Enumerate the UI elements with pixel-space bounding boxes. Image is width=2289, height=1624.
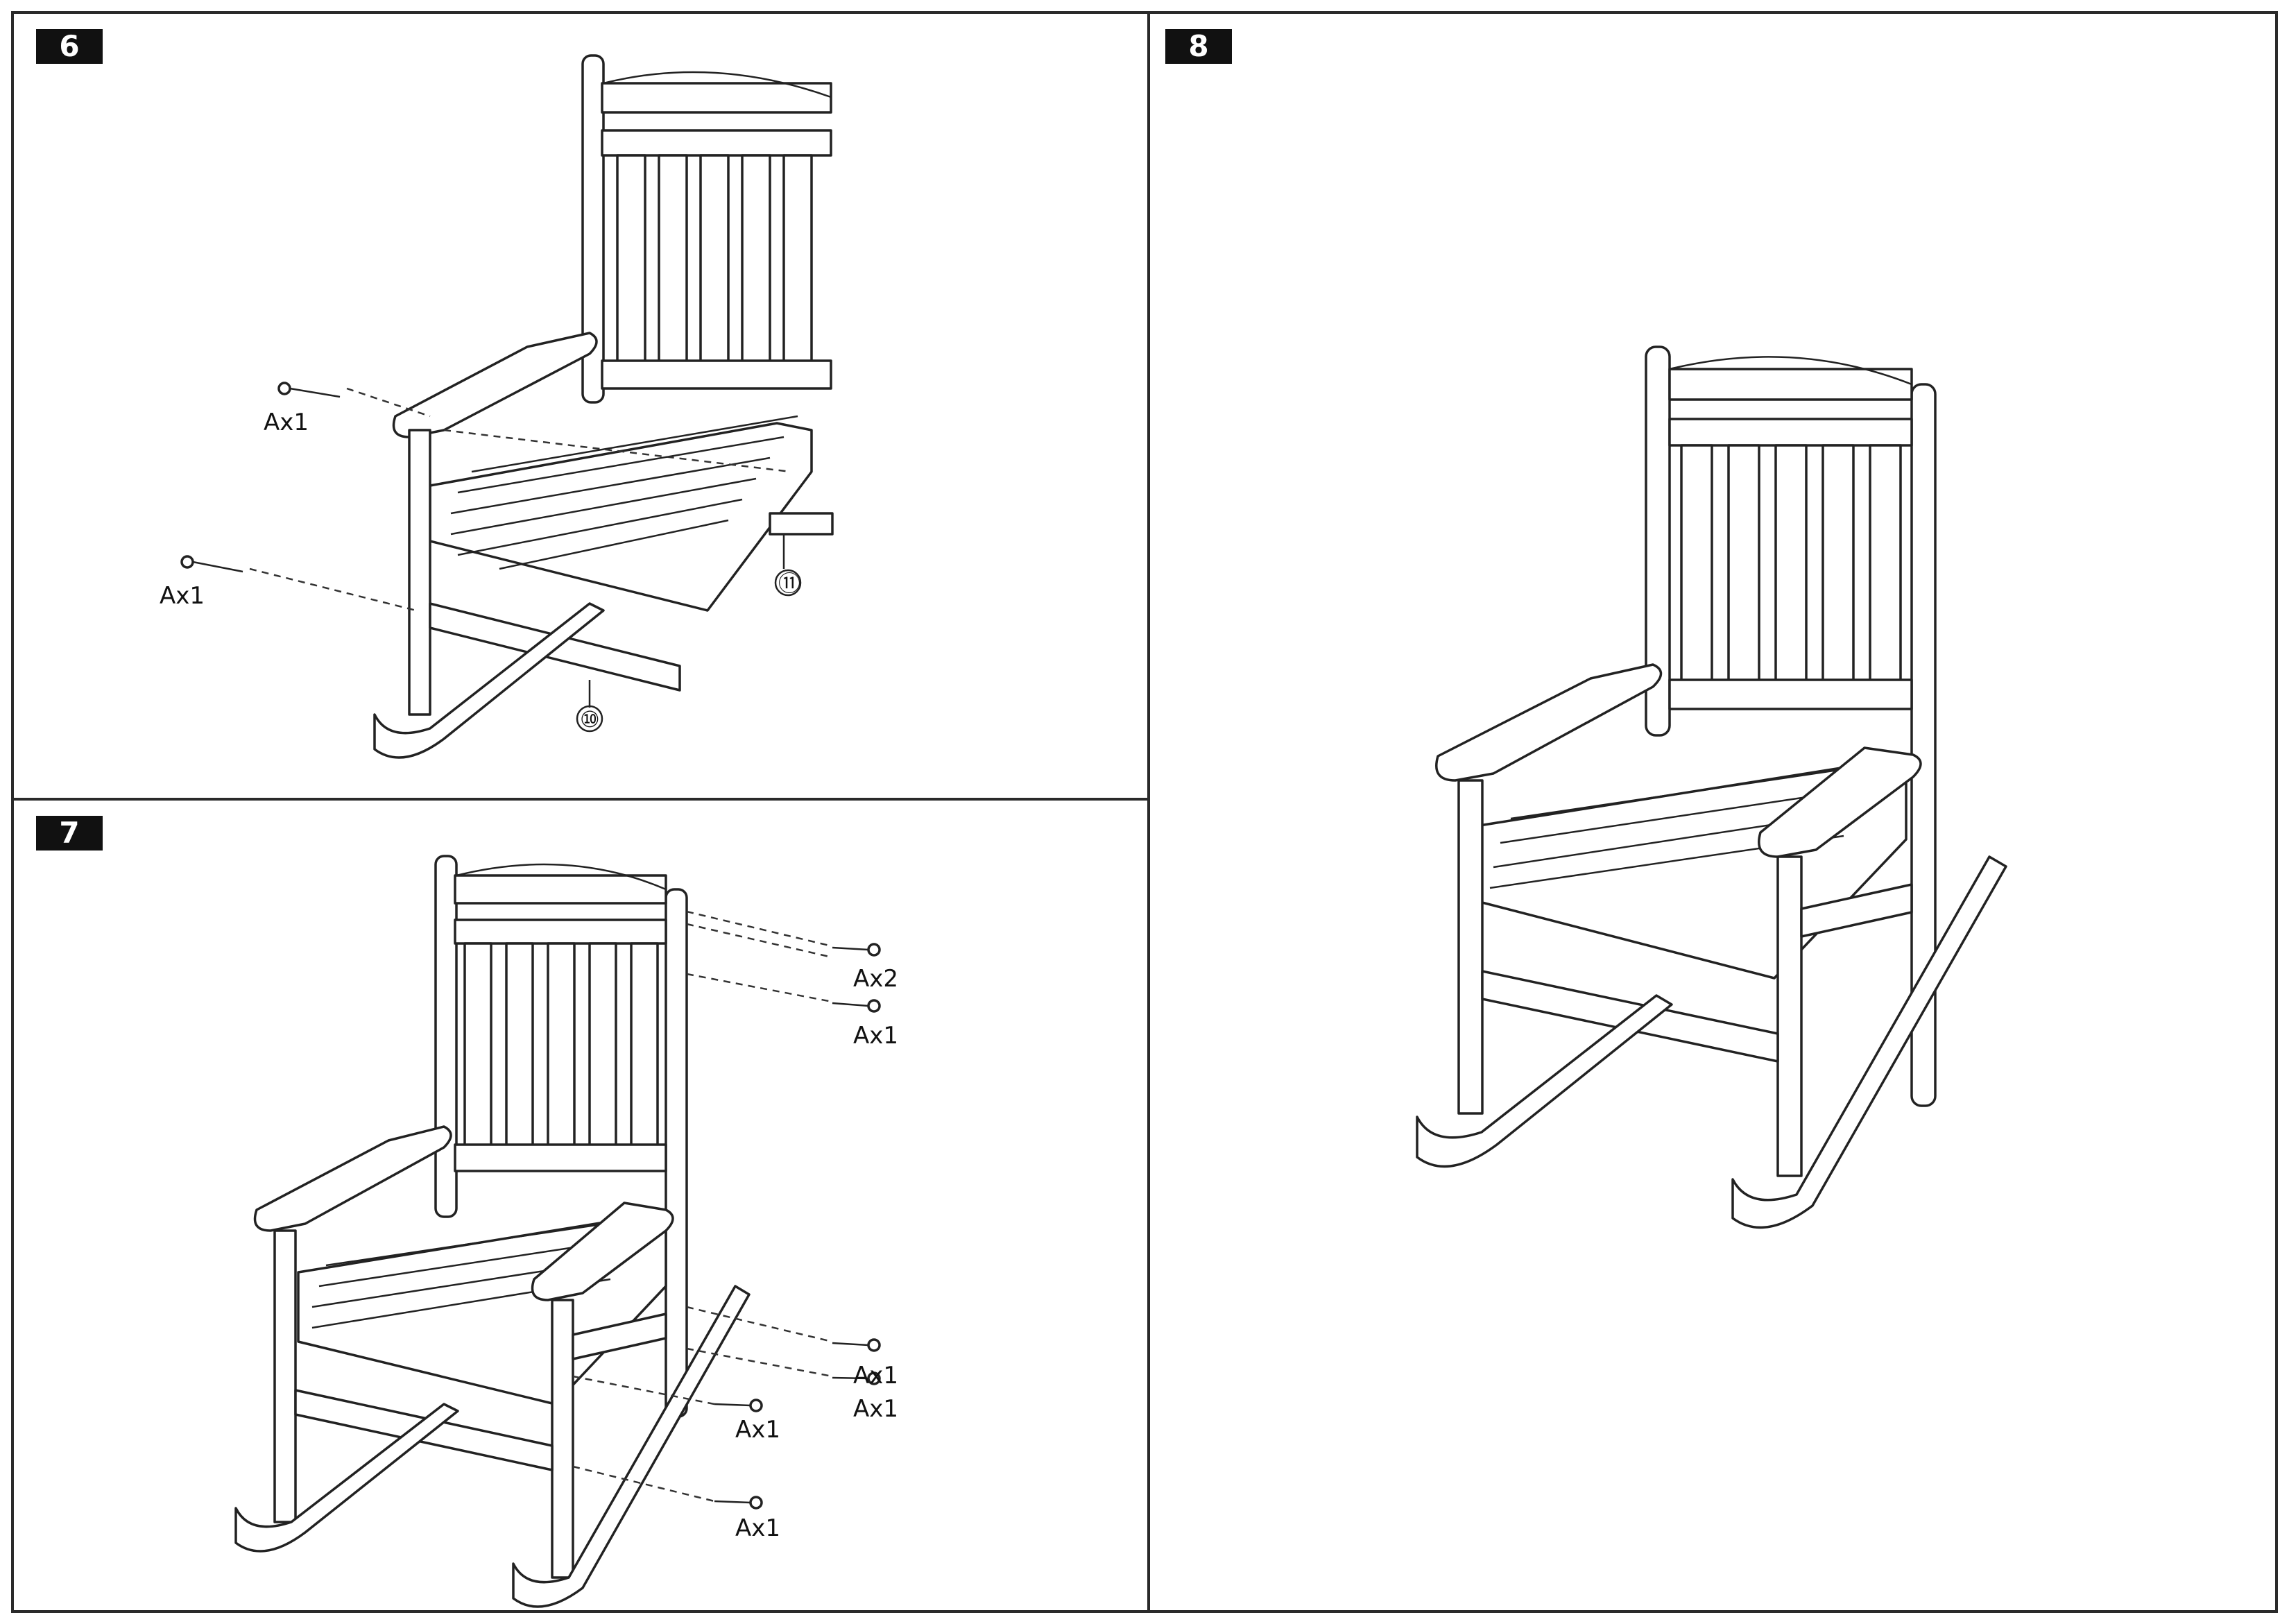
back-rail-top [454,874,667,905]
back-post-left [434,855,458,1218]
back-post-right [665,888,688,1418]
step-7-panel: 7 [11,798,1150,1613]
rocker-left [1416,994,1673,1168]
back-rail-upper [454,918,667,945]
fastener-callout: Ax1 [853,1362,898,1390]
step-6-panel: 6 [11,11,1150,801]
back-rail-lower [601,359,832,390]
fastener-callout: Ax1 [160,582,205,610]
back-rail-top [601,82,832,114]
rocker [373,602,605,759]
fastener-callout: Ax1 [853,1022,898,1050]
right-rail [1800,883,1913,938]
back-rail-lower [1668,678,1913,710]
rocker-right [1731,855,2007,1229]
back-post-left [581,54,605,404]
back-rail-upper [1668,418,1913,447]
screw-icon [714,1399,763,1412]
front-leg-left [1457,779,1484,1115]
rocker-left [234,1403,459,1553]
front-leg-left [273,1229,297,1523]
back-rail-upper [601,129,832,157]
back-slats [1680,444,1902,696]
screw-icon [832,1338,881,1352]
step-number-badge: 8 [1165,29,1232,64]
screw-icon [832,943,881,957]
step-8-panel: 8 [1147,11,2278,1613]
front-leg-right [1776,855,1803,1177]
front-leg [408,429,431,716]
part-label: ⑪ [778,570,800,597]
front-leg-right [551,1299,574,1579]
right-rail [572,1313,667,1360]
fastener-callout: Ax1 [735,1416,780,1444]
step-7-illustration: Ax2 Ax1 Ax1 Ax1 Ax1 Ax1 [234,855,898,1608]
screw-icon [832,1371,881,1385]
back-post-left [1645,345,1671,737]
screw-icon [714,1496,763,1510]
back-slats [616,154,813,379]
back-slats [463,942,659,1160]
rocker-right [512,1285,751,1608]
step-6-illustration: Ax1 Ax1 ⑪ ⑩ [160,54,834,759]
screw-icon [277,382,341,398]
back-post-right [1910,383,1937,1107]
screw-icon [180,555,243,573]
armrest [392,332,598,438]
fastener-callout: Ax1 [264,409,309,436]
back-rail-lower [454,1143,667,1172]
armrest-left [253,1125,452,1232]
armrest-left [1435,663,1663,782]
part-label: ⑩ [580,706,600,733]
armrest-right [531,1202,674,1301]
fastener-callout: Ax1 [853,1395,898,1423]
rocking-chair-icon [1416,345,2007,1229]
step-number-badge: 7 [36,816,103,851]
screw-icon [832,999,881,1013]
seat-slats [450,415,798,570]
back-rail-top [1668,368,1913,401]
step-number-badge: 6 [36,29,103,64]
armrest-right [1758,746,1922,858]
fastener-callout: Ax2 [853,965,898,993]
fastener-callout: Ax1 [735,1514,780,1542]
back-stretcher [769,512,834,536]
